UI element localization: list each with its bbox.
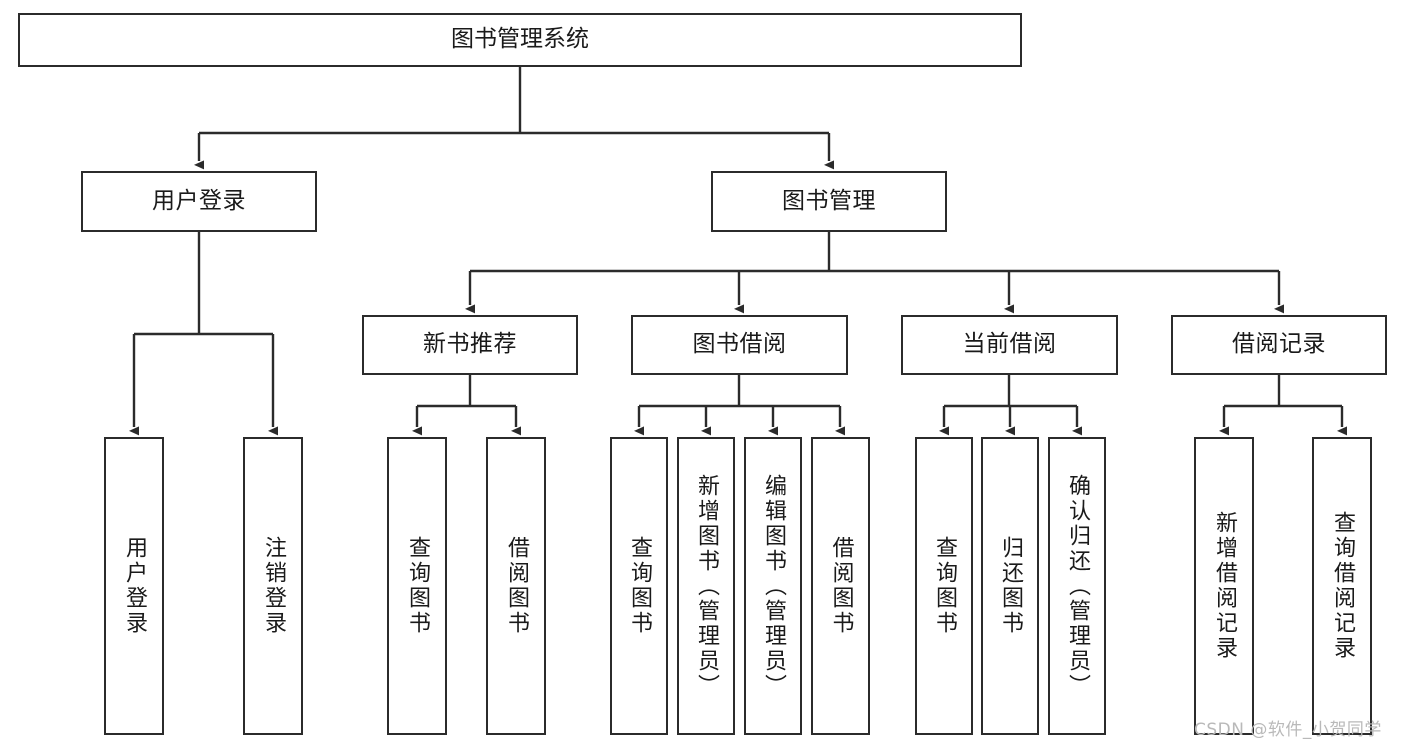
leaf-user-logout[interactable]: 注销登录 [243,437,303,735]
leaf-borrow-query-book[interactable]: 查询图书 [610,437,668,735]
node-book-manage[interactable]: 图书管理 [711,171,947,232]
leaf-label: 查询图书 [931,536,957,636]
node-user-login[interactable]: 用户登录 [81,171,317,232]
leaf-record-add[interactable]: 新增借阅记录 [1194,437,1254,735]
leaf-label: 确认归还（管理员） [1064,473,1090,699]
leaf-label: 借阅图书 [503,536,529,636]
leaf-current-return-book[interactable]: 归还图书 [981,437,1039,735]
leaf-rec-borrow-book[interactable]: 借阅图书 [486,437,546,735]
leaf-borrow-borrow-book[interactable]: 借阅图书 [811,437,870,735]
leaf-current-confirm-return[interactable]: 确认归还（管理员） [1048,437,1106,735]
leaf-rec-query-book[interactable]: 查询图书 [387,437,447,735]
leaf-label: 查询图书 [404,536,430,636]
leaf-label: 借阅图书 [828,536,854,636]
leaf-label: 归还图书 [997,536,1023,636]
leaf-borrow-edit-book[interactable]: 编辑图书（管理员） [744,437,802,735]
leaf-label: 新增借阅记录 [1211,511,1237,661]
node-root[interactable]: 图书管理系统 [18,13,1022,67]
csdn-watermark: CSDN @软件_小贺同学 [1194,720,1382,740]
leaf-label: 新增图书（管理员） [693,473,719,699]
leaf-label: 注销登录 [260,536,286,636]
leaf-label: 用户登录 [121,536,147,636]
leaf-label: 查询图书 [626,536,652,636]
node-book-borrow[interactable]: 图书借阅 [631,315,848,375]
leaf-user-login[interactable]: 用户登录 [104,437,164,735]
leaf-borrow-add-book[interactable]: 新增图书（管理员） [677,437,735,735]
leaf-label: 查询借阅记录 [1329,511,1355,661]
node-borrow-record[interactable]: 借阅记录 [1171,315,1387,375]
node-current-borrow[interactable]: 当前借阅 [901,315,1118,375]
leaf-current-query-book[interactable]: 查询图书 [915,437,973,735]
leaf-label: 编辑图书（管理员） [760,473,786,699]
leaf-record-query[interactable]: 查询借阅记录 [1312,437,1372,735]
node-new-book-rec[interactable]: 新书推荐 [362,315,578,375]
